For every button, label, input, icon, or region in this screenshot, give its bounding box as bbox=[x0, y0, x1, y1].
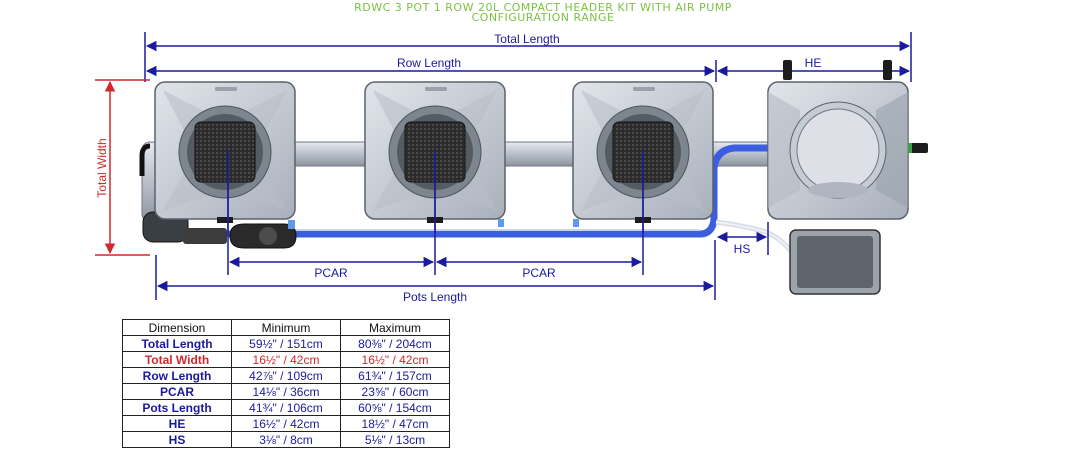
pump-coupler bbox=[183, 228, 227, 244]
maximum-cell: 60⅝" / 154cm bbox=[340, 399, 450, 416]
dimension-cell: HS bbox=[122, 431, 232, 448]
table-header-row: Dimension Minimum Maximum bbox=[122, 319, 450, 336]
he-dimension: HE bbox=[716, 56, 911, 77]
maximum-cell: 61¾" / 157cm bbox=[340, 367, 450, 384]
total-length-dimension: Total Length bbox=[144, 32, 912, 82]
pcar-dimension-1: PCAR bbox=[227, 150, 435, 280]
maximum-cell: 80⅜" / 204cm bbox=[340, 335, 450, 352]
he-label: HE bbox=[805, 56, 822, 70]
diagram-subtitle: CONFIGURATION RANGE bbox=[471, 11, 615, 24]
system-diagram: Total Length Row Length HE Total Width bbox=[95, 32, 928, 304]
dimension-cell: PCAR bbox=[122, 383, 232, 400]
table-row: HS 3⅛" / 8cm 5⅛" / 13cm bbox=[122, 431, 450, 448]
minimum-cell: 16½" / 42cm bbox=[231, 415, 341, 432]
pcar-label-1: PCAR bbox=[314, 266, 348, 280]
column-header: Dimension bbox=[122, 319, 232, 336]
pcar-dimension-2: PCAR bbox=[434, 150, 644, 280]
dimension-cell: Pots Length bbox=[122, 399, 232, 416]
table-row: Pots Length 41¾" / 106cm 60⅝" / 154cm bbox=[122, 399, 450, 416]
fitting-1 bbox=[498, 219, 504, 227]
table-row: HE 16½" / 42cm 18½" / 47cm bbox=[122, 415, 450, 432]
minimum-cell: 42⅞" / 109cm bbox=[231, 367, 341, 384]
pots-length-dimension: Pots Length bbox=[155, 240, 716, 304]
pots-length-label: Pots Length bbox=[403, 290, 467, 304]
total-width-dimension: Total Width bbox=[95, 79, 150, 256]
overflow-fitting bbox=[908, 143, 928, 153]
header-bucket bbox=[767, 60, 928, 220]
column-header: Minimum bbox=[231, 319, 341, 336]
pcar-label-2: PCAR bbox=[522, 266, 556, 280]
maximum-cell: 16½" / 42cm bbox=[340, 351, 450, 368]
hs-dimension: HS bbox=[716, 222, 769, 256]
maximum-cell: 18½" / 47cm bbox=[340, 415, 450, 432]
total-width-label: Total Width bbox=[95, 138, 109, 197]
air-line bbox=[715, 219, 799, 262]
hs-label: HS bbox=[734, 242, 751, 256]
total-length-label: Total Length bbox=[494, 32, 559, 46]
minimum-cell: 3⅛" / 8cm bbox=[231, 431, 341, 448]
grow-pot-1 bbox=[154, 81, 296, 223]
minimum-cell: 14⅛" / 36cm bbox=[231, 383, 341, 400]
table-row: Total Width 16½" / 42cm 16½" / 42cm bbox=[122, 351, 450, 368]
column-header: Maximum bbox=[340, 319, 450, 336]
dimension-cell: Total Width bbox=[122, 351, 232, 368]
dimension-table: Dimension Minimum Maximum Total Length 5… bbox=[122, 319, 450, 448]
row-length-label: Row Length bbox=[397, 56, 461, 70]
he-valve-left bbox=[783, 60, 792, 80]
dimension-cell: Total Length bbox=[122, 335, 232, 352]
table-row: Total Length 59½" / 151cm 80⅜" / 204cm bbox=[122, 335, 450, 352]
minimum-cell: 16½" / 42cm bbox=[231, 351, 341, 368]
table-row: Row Length 42⅞" / 109cm 61¾" / 157cm bbox=[122, 367, 450, 384]
dimension-cell: HE bbox=[122, 415, 232, 432]
row-length-dimension: Row Length bbox=[145, 56, 717, 82]
he-valve-right bbox=[883, 60, 892, 80]
minimum-cell: 59½" / 151cm bbox=[231, 335, 341, 352]
fitting-2 bbox=[573, 219, 579, 227]
return-line bbox=[226, 144, 774, 238]
dimension-cell: Row Length bbox=[122, 367, 232, 384]
minimum-cell: 41¾" / 106cm bbox=[231, 399, 341, 416]
table-row: PCAR 14⅛" / 36cm 23⅝" / 60cm bbox=[122, 383, 450, 400]
maximum-cell: 23⅝" / 60cm bbox=[340, 383, 450, 400]
maximum-cell: 5⅛" / 13cm bbox=[340, 431, 450, 448]
diagram-title: RDWC 3 POT 1 ROW 20L COMPACT HEADER KIT … bbox=[354, 1, 732, 14]
air-pump bbox=[789, 229, 881, 295]
